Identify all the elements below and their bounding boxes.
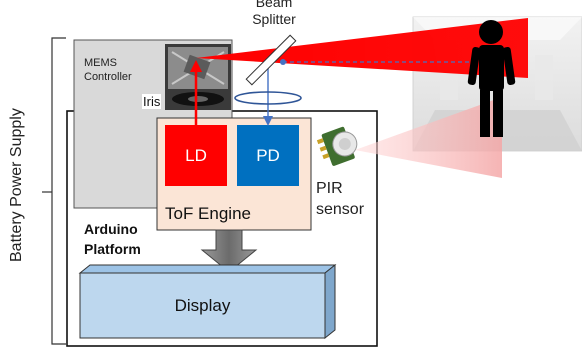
beam-splitter-line1: Beam	[255, 0, 293, 10]
pd-label: PD	[256, 146, 280, 165]
display-label: Display	[174, 296, 231, 315]
supply-label: Battery Power Supply	[8, 108, 25, 262]
arduino-label-line1: Arduino	[84, 221, 138, 237]
person-icon	[467, 20, 516, 137]
pd-box	[237, 125, 299, 186]
mems-controller-label: MEMS Controller	[84, 56, 132, 84]
ld-label: LD	[185, 146, 207, 165]
arduino-label-line2: Platform	[84, 241, 141, 257]
pir-label-line1: PIR	[316, 180, 343, 197]
pir-sensor-icon	[316, 126, 358, 166]
pir-sensor-label: PIR sensor	[316, 178, 364, 220]
beam-splitter	[245, 34, 297, 86]
lens	[234, 91, 302, 105]
display-box	[78, 263, 337, 340]
supply-bracket	[51, 37, 66, 345]
iris-label: Iris	[142, 94, 162, 109]
mems-label-line2: Controller	[84, 71, 132, 83]
arduino-platform-label: Arduino Platform	[84, 219, 141, 259]
mems-mirror-photo	[165, 44, 231, 110]
pir-label-line2: sensor	[316, 201, 365, 218]
beam-splitter-label: Beam Splitter	[244, 0, 304, 28]
pir-detection-cone	[355, 97, 502, 178]
mems-label-line1: MEMS	[84, 57, 117, 69]
beam-splitter-line2: Splitter	[252, 11, 296, 27]
ld-box	[165, 125, 227, 186]
data-flow-arrow	[200, 229, 258, 273]
scan-beam	[196, 18, 528, 78]
tof-engine-label: ToF Engine	[165, 204, 251, 223]
